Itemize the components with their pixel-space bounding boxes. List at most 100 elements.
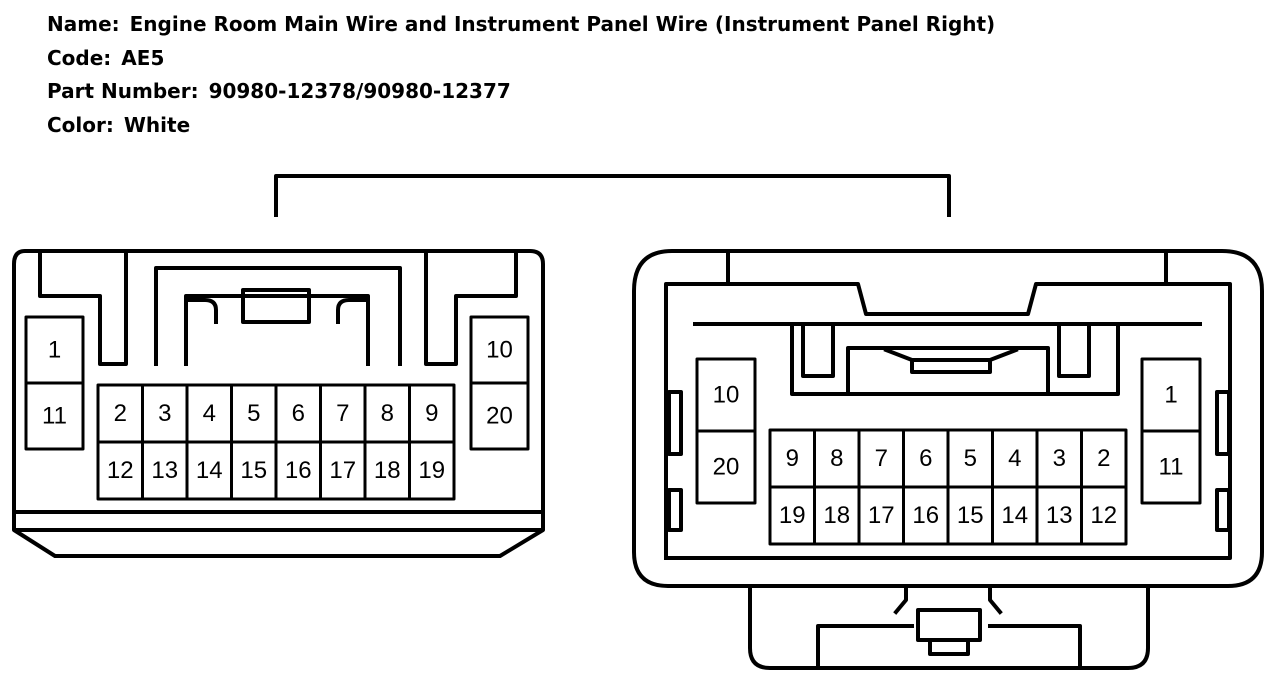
color-value: White — [123, 112, 191, 137]
color-row: Color: White — [47, 109, 995, 143]
right-pin-13-label: 13 — [1046, 502, 1073, 529]
right-pin-11-cell — [1140, 429, 1202, 505]
right-pin-10-label: 10 — [713, 382, 740, 409]
right-connector-lock-ramp — [846, 346, 1050, 396]
right-pin-17-label: 17 — [868, 502, 895, 529]
left-pin-14: 14 — [185, 440, 233, 501]
left-pin-12: 12 — [96, 440, 144, 501]
left-pin-16-label: 16 — [285, 457, 312, 484]
left-pin-18-label: 18 — [374, 457, 401, 484]
right-pin-15-label: 15 — [957, 502, 984, 529]
right-pin-19: 19 — [768, 485, 816, 546]
name-label: Name: — [47, 12, 120, 36]
right-pin-14: 14 — [991, 485, 1039, 546]
right-pin-10: 10 — [695, 357, 757, 433]
right-pin-12-cell — [1080, 485, 1128, 546]
right-pin-5-label: 5 — [964, 445, 977, 472]
right-pin-6-label: 6 — [919, 445, 932, 472]
right-pin-6: 6 — [902, 428, 950, 489]
left-pin-5-label: 5 — [247, 400, 260, 427]
right-pin-20: 20 — [695, 429, 757, 505]
left-pin-17-label: 17 — [329, 457, 356, 484]
left-pin-14-label: 14 — [196, 457, 223, 484]
left-connector-latch — [154, 266, 402, 366]
right-connector-side-rib-left-2 — [667, 488, 683, 532]
left-pin-18: 18 — [363, 440, 411, 501]
left-pin-2: 2 — [96, 383, 144, 444]
left-pin-20-cell — [469, 381, 530, 451]
left-pin-20: 20 — [469, 381, 530, 451]
left-pin-16: 16 — [274, 440, 322, 501]
right-pin-20-cell — [695, 429, 757, 505]
right-connector-side-rib-right-1 — [1215, 390, 1231, 456]
color-label: Color: — [47, 112, 114, 137]
right-pin-8-label: 8 — [830, 445, 843, 472]
left-pin-12-label: 12 — [107, 457, 134, 484]
right-connector-post-right — [1057, 322, 1091, 378]
right-pin-15: 15 — [946, 485, 994, 546]
right-connector-skirt-tab — [916, 608, 982, 642]
right-pin-9: 9 — [768, 428, 816, 489]
left-pin-3-label: 3 — [158, 400, 171, 427]
right-pin-2: 2 — [1080, 428, 1128, 489]
right-connector-guide — [693, 322, 1202, 396]
right-pin-14-label: 14 — [1001, 502, 1028, 529]
right-connector-body — [632, 249, 1264, 588]
left-connector-lock-tab — [241, 288, 311, 324]
left-pin-11: 11 — [24, 381, 85, 451]
pairing-bracket — [274, 174, 951, 217]
code-row: Code:AE5 — [47, 42, 995, 76]
left-connector-inner-frame — [38, 249, 518, 366]
left-pin-5: 5 — [230, 383, 278, 444]
right-pin-16-label: 16 — [912, 502, 939, 529]
right-pin-3-label: 3 — [1053, 445, 1066, 472]
part-number-row: Part Number:90980-12378/90980-12377 — [47, 75, 995, 109]
left-pin-19: 19 — [408, 440, 456, 501]
right-connector-skirt-tab-inner — [928, 638, 970, 656]
right-pin-13: 13 — [1035, 485, 1083, 546]
right-connector-inner-wall — [664, 249, 1232, 560]
left-pin-13-label: 13 — [151, 457, 178, 484]
connector-info: Name: Engine Room Main Wire and Instrumen… — [47, 8, 995, 142]
left-pin-15: 15 — [230, 440, 278, 501]
right-pin-20-label: 20 — [713, 454, 740, 481]
left-connector-body — [12, 249, 545, 558]
left-pin-13: 13 — [141, 440, 189, 501]
right-connector-top-notch — [726, 282, 1168, 316]
right-pin-1-label: 1 — [1164, 382, 1177, 409]
left-pin-1: 1 — [24, 315, 85, 385]
left-connector-lock-hooks — [184, 298, 370, 324]
left-pin-6-label: 6 — [292, 400, 305, 427]
right-pin-4: 4 — [991, 428, 1039, 489]
left-pin-9-label: 9 — [425, 400, 438, 427]
right-pin-7-label: 7 — [875, 445, 888, 472]
left-pin-2-label: 2 — [114, 400, 127, 427]
right-pin-11: 11 — [1140, 429, 1202, 505]
right-connector-skirt — [748, 584, 1150, 670]
right-pin-1: 1 — [1140, 357, 1202, 433]
right-pin-8: 8 — [813, 428, 861, 489]
right-pin-5: 5 — [946, 428, 994, 489]
left-pin-19-cell — [408, 440, 456, 501]
right-pin-12: 12 — [1080, 485, 1128, 546]
left-pin-8-label: 8 — [381, 400, 394, 427]
right-pin-18-label: 18 — [823, 502, 850, 529]
right-pin-12-label: 12 — [1090, 502, 1117, 529]
code-value: AE5 — [121, 45, 165, 70]
left-pin-6: 6 — [274, 383, 322, 444]
left-pin-4: 4 — [185, 383, 233, 444]
right-connector-side-rib-left-1 — [667, 390, 683, 456]
left-pin-15-label: 15 — [240, 457, 267, 484]
right-connector-post-left — [801, 322, 835, 378]
right-pin-7: 7 — [857, 428, 905, 489]
left-pin-3: 3 — [141, 383, 189, 444]
left-pin-11-cell — [24, 381, 85, 451]
left-pin-20-label: 20 — [486, 403, 513, 430]
left-pin-11-label: 11 — [42, 403, 67, 430]
name-value: Engine Room Main Wire and Instrument Pan… — [129, 12, 996, 36]
right-connector-skirt-inner — [816, 584, 1082, 670]
